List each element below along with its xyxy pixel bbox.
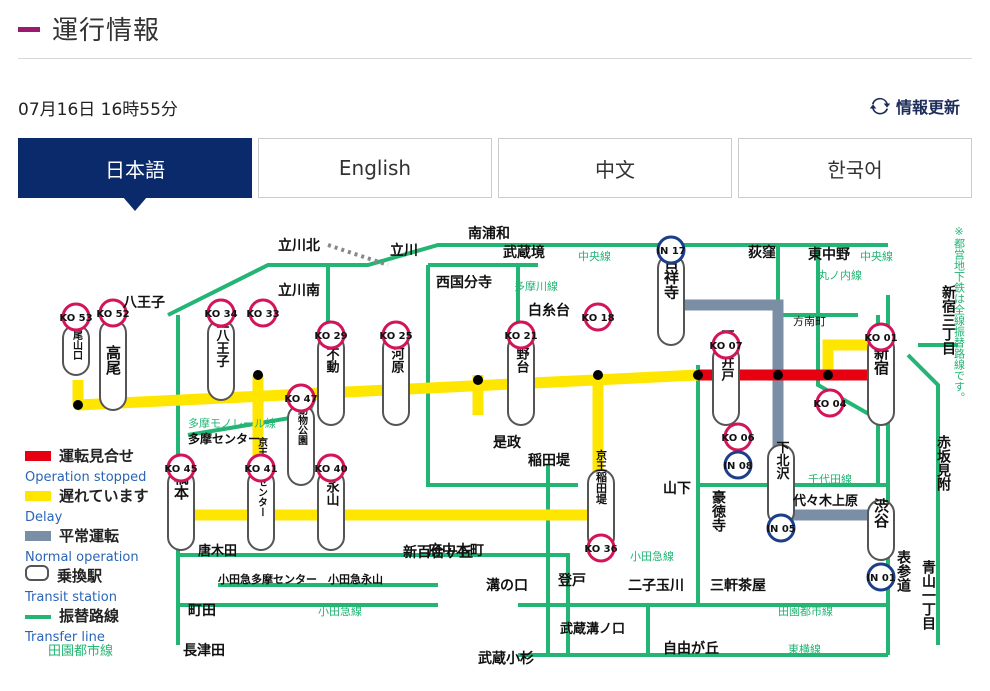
svg-text:KO 18: KO 18 [581,313,614,324]
svg-text:KO 21: KO 21 [504,331,537,342]
svg-text:多摩川線: 多摩川線 [514,279,558,293]
svg-text:KO 53: KO 53 [59,313,92,324]
refresh-label: 情報更新 [895,98,960,117]
svg-text:新百合ヶ丘: 新百合ヶ丘 [403,544,473,561]
svg-text:稲田堤: 稲田堤 [528,452,571,469]
svg-text:武蔵小杉: 武蔵小杉 [478,650,534,667]
legend-delay: 遅れています Delay [25,487,149,525]
svg-text:新宿三丁目: 新宿三丁目 [940,284,956,356]
svg-text:方南町: 方南町 [793,314,826,328]
svg-text:小田急線: 小田急線 [318,604,362,618]
svg-text:八王子: 八王子 [122,295,165,311]
svg-text:千代田線: 千代田線 [808,472,852,486]
svg-text:町田: 町田 [188,603,216,619]
station-name-keioinadazutsumi: 京王稲田堤 [595,448,608,505]
route-map: 高尾 京王八王子 高幡不動 分倍河原 武蔵野台 吉祥寺 下高井戸 新宿 橋本 京… [48,225,966,667]
svg-text:山下: 山下 [663,481,691,497]
svg-text:KO 52: KO 52 [96,309,129,320]
svg-text:田園都市線: 田園都市線 [48,643,113,659]
page-title: 運行情報 [52,16,161,46]
svg-text:KO 36: KO 36 [584,544,617,555]
station-pill-shibuya [867,499,895,561]
svg-text:武蔵溝ノ口: 武蔵溝ノ口 [560,621,625,637]
svg-text:KO 07: KO 07 [709,341,742,352]
svg-text:KO 47: KO 47 [284,394,317,405]
tab-english[interactable]: English [258,138,492,198]
svg-text:KO 06: KO 06 [721,433,754,444]
svg-text:KO 45: KO 45 [164,464,197,475]
station-codes: KO 52 KO 53 KO 34 KO 33 KO 29 KO 25 KO 2… [59,235,898,592]
svg-text:KO 33: KO 33 [246,309,279,320]
svg-text:KO 25: KO 25 [379,331,412,342]
svg-text:中央線: 中央線 [860,249,893,263]
tab-japanese[interactable]: 日本語 [18,138,252,211]
svg-text:KO 01: KO 01 [864,333,897,344]
tab-korean[interactable]: 한국어 [738,138,972,198]
svg-text:府中本町: 府中本町 [428,542,484,559]
svg-text:三軒茶屋: 三軒茶屋 [710,577,766,594]
legend-transit: 乗換駅 Transit station [25,565,117,605]
svg-text:IN 17: IN 17 [656,246,686,257]
svg-text:KO 41: KO 41 [244,464,277,475]
svg-text:IN 05: IN 05 [766,524,796,535]
svg-text:KO 40: KO 40 [314,464,347,475]
svg-text:西国分寺: 西国分寺 [436,275,492,291]
svg-text:自由が丘: 自由が丘 [663,640,719,657]
refresh-icon [869,97,890,115]
svg-text:IN 01: IN 01 [866,573,896,584]
svg-text:長津田: 長津田 [183,642,225,659]
svg-text:代々木上原: 代々木上原 [792,493,858,509]
svg-text:丸ノ内線: 丸ノ内線 [818,268,862,282]
svg-text:KO 34: KO 34 [204,309,237,320]
svg-text:※都営地下鉄は全線振替路線です。: ※都営地下鉄は全線振替路線です。 [953,225,966,403]
svg-text:豪徳寺: 豪徳寺 [710,489,727,533]
svg-text:白糸台: 白糸台 [528,302,570,319]
svg-text:赤坂見附: 赤坂見附 [935,435,952,492]
svg-text:青山一丁目: 青山一丁目 [920,559,936,631]
svg-text:立川北: 立川北 [278,237,320,254]
svg-text:田園都市線: 田園都市線 [778,604,833,618]
svg-text:是政: 是政 [493,434,522,451]
header-divider [18,58,972,59]
header-accent-bar [18,27,40,32]
station-name-takao: 高尾 [104,344,122,376]
svg-text:小田急線: 小田急線 [630,549,674,563]
station-dots [73,370,833,410]
svg-text:東横線: 東横線 [788,642,821,656]
station-pills: 高尾 京王八王子 高幡不動 分倍河原 武蔵野台 吉祥寺 下高井戸 新宿 橋本 京… [62,254,895,561]
svg-text:唐木田: 唐木田 [198,543,237,559]
station-name-shimokitazawa: 下北沢 [774,441,790,481]
map-labels: 立川北 立川 南浦和 武蔵境 中央線 荻窪 東中野 中央線 丸ノ内線 西国分寺 … [48,225,966,667]
tab-chinese[interactable]: 中文 [498,138,732,198]
svg-text:IN 08: IN 08 [723,461,753,472]
legend-normal: 平常運転 Normal operation [25,527,139,565]
language-tabs: 日本語 English 中文 한국어 [18,138,972,211]
svg-text:二子玉川: 二子玉川 [628,578,684,594]
svg-text:溝の口: 溝の口 [486,577,528,594]
svg-text:登戸: 登戸 [557,572,586,589]
normal-lines [678,299,878,521]
svg-text:KO 29: KO 29 [314,331,347,342]
refresh-button[interactable]: 情報更新 [869,94,960,118]
station-name-shibuya: 渋谷 [872,497,890,529]
legend-stopped: 運転見合せ Operation stopped [25,447,147,485]
update-timestamp: 07月16日 16時55分 [18,100,178,120]
svg-text:小田急多摩センター: 小田急多摩センター [217,572,317,586]
svg-text:東中野: 東中野 [808,246,850,263]
station-name-shinjuku: 新宿 [872,344,890,376]
svg-text:武蔵境: 武蔵境 [503,244,545,261]
svg-text:荻窪: 荻窪 [748,244,776,261]
svg-text:小田急永山: 小田急永山 [327,572,383,586]
svg-text:多摩モノレール線: 多摩モノレール線 [188,416,276,430]
svg-text:KO 04: KO 04 [813,399,846,410]
svg-text:立川南: 立川南 [278,282,320,299]
legend: 運転見合せ Operation stopped 遅れています Delay 平常運… [25,445,149,645]
legend-transfer: 振替路線 Transfer line [25,607,120,645]
svg-text:南浦和: 南浦和 [468,225,510,242]
station-name-kichijoji: 吉祥寺 [662,254,680,301]
svg-text:立川: 立川 [390,242,418,259]
svg-text:中央線: 中央線 [578,249,611,263]
svg-text:表参道: 表参道 [895,549,912,593]
svg-text:多摩センター: 多摩センター [188,431,260,446]
